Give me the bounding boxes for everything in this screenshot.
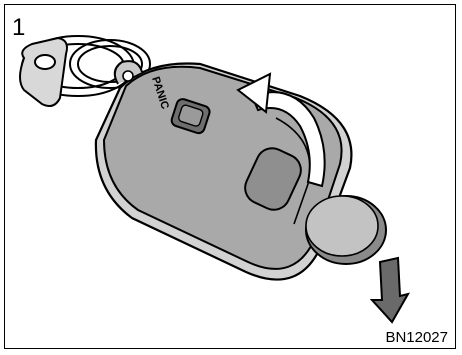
key-head — [20, 38, 67, 106]
battery-coin — [306, 196, 386, 264]
down-arrow-icon — [372, 258, 408, 322]
figure-code: BN12027 — [385, 329, 448, 346]
step-number: 1 — [12, 14, 25, 42]
